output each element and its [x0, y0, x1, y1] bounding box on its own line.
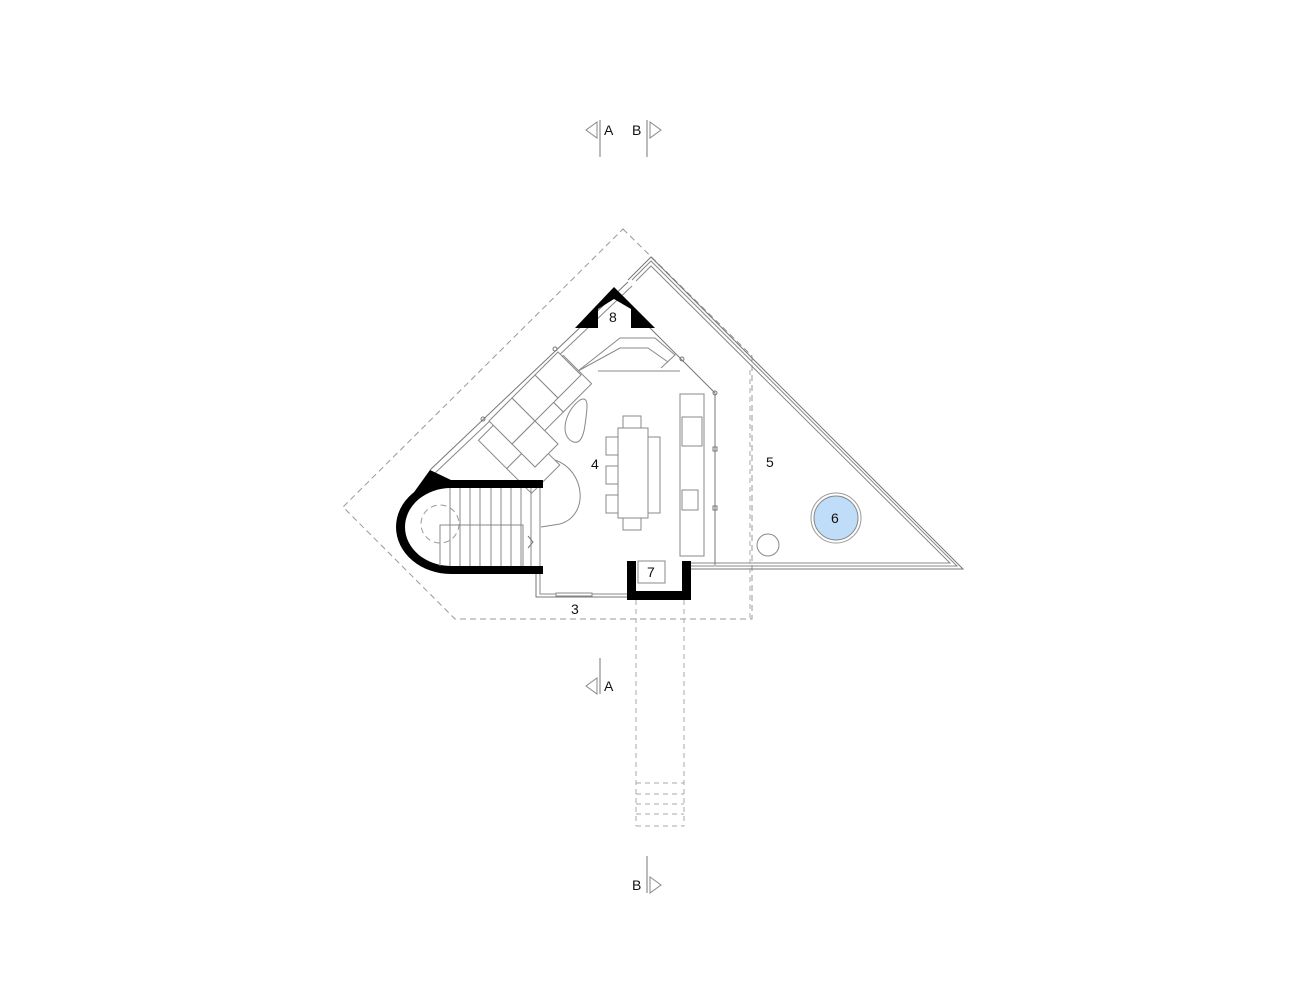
- column-marker: [712, 505, 718, 511]
- kitchen-counter-top: [577, 337, 676, 372]
- chair: [605, 465, 619, 485]
- kitchen-island: [679, 393, 705, 557]
- chair: [605, 494, 619, 514]
- stair-direction-arrow-icon: [527, 535, 534, 549]
- chair: [605, 436, 619, 456]
- room-label-4: 4: [591, 456, 599, 472]
- bench: [647, 436, 661, 514]
- section-label: B: [632, 122, 641, 138]
- curved-partition: [540, 459, 581, 528]
- column-marker: [480, 416, 486, 422]
- column-marker: [552, 346, 558, 352]
- chair: [622, 415, 642, 429]
- room-label-7: 7: [647, 564, 655, 580]
- triangle-left-icon: [585, 677, 598, 695]
- triangle-right-icon: [649, 121, 662, 139]
- sink: [681, 416, 703, 447]
- dining-set: [605, 415, 661, 531]
- column-marker: [712, 446, 718, 452]
- column-marker: [679, 356, 685, 362]
- room-7-core: 7: [627, 560, 691, 600]
- section-marker-b-top: B: [632, 120, 662, 157]
- terrace-edge: [627, 256, 965, 570]
- room-label-8: 8: [609, 309, 617, 325]
- room-label-6: 6: [831, 510, 839, 526]
- roof-outline: [342, 228, 753, 620]
- glass-wall-ne: [647, 325, 716, 565]
- sofa-modules: [488, 351, 582, 468]
- pool: 6: [810, 492, 862, 544]
- staircase: [396, 470, 543, 574]
- section-marker-a-bottom: A: [585, 658, 614, 695]
- dining-table: [617, 427, 649, 519]
- planter-circle: [756, 533, 780, 557]
- chair: [622, 517, 642, 531]
- section-label: A: [604, 678, 614, 694]
- sliding-door[interactable]: [555, 592, 593, 597]
- walkway: [635, 600, 685, 827]
- section-marker-a-top: A: [585, 120, 614, 157]
- section-marker-b-bottom: B: [632, 856, 662, 894]
- stair-landing-circle: [420, 504, 460, 544]
- coffee-table: [564, 398, 588, 443]
- room-label-3: 3: [571, 601, 579, 617]
- triangle-left-icon: [585, 121, 598, 139]
- room-label-5: 5: [766, 454, 774, 470]
- section-label: A: [604, 122, 614, 138]
- triangle-right-icon: [649, 876, 662, 894]
- cooktop: [681, 489, 699, 511]
- column-marker: [712, 390, 718, 396]
- entry-wall: 3: [535, 574, 628, 617]
- room-8-niche: 8: [575, 287, 655, 328]
- section-label: B: [632, 877, 641, 893]
